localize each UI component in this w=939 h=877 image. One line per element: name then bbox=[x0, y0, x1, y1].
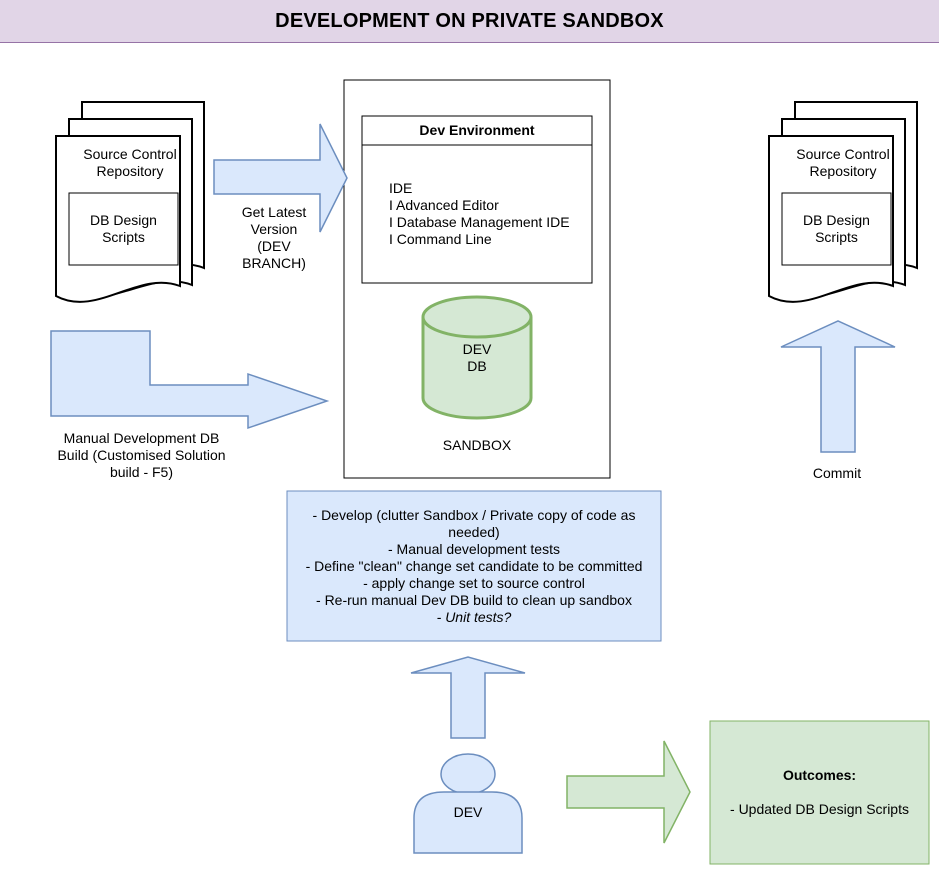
activity-notes: - Develop (clutter Sandbox / Private cop… bbox=[287, 507, 661, 626]
dev-environment-title: Dev Environment bbox=[419, 122, 535, 138]
activity-note: - Define "clean" change set candidate to… bbox=[305, 558, 643, 574]
dev-environment-item: IDE bbox=[389, 180, 413, 196]
get-latest-arrow bbox=[213, 123, 348, 233]
activity-note: - Unit tests? bbox=[436, 609, 512, 625]
right-repo-inner-label: DB Design Scripts bbox=[803, 212, 870, 245]
dev-db-cylinder-body bbox=[421, 317, 533, 420]
right-repo-inner-box bbox=[781, 192, 892, 266]
dev-environment-item: I Command Line bbox=[389, 231, 492, 247]
dev-db-cylinder-top bbox=[421, 295, 533, 339]
developer-actor bbox=[413, 753, 523, 854]
developer-label: DEV bbox=[453, 804, 483, 820]
developer-head bbox=[440, 753, 496, 795]
dev-up-arrow bbox=[410, 656, 526, 739]
developer-body bbox=[413, 791, 523, 854]
outcomes-arrow bbox=[566, 740, 691, 844]
dev-environment-item: I Database Management IDE bbox=[389, 214, 570, 230]
left-repo-title: Source Control Repository bbox=[83, 146, 177, 179]
sandbox-label: SANDBOX bbox=[442, 437, 512, 453]
activity-note: - Develop (clutter Sandbox / Private cop… bbox=[312, 507, 636, 540]
title-bar: DEVELOPMENT ON PRIVATE SANDBOX bbox=[0, 0, 939, 43]
left-repo-inner-label: DB Design Scripts bbox=[90, 212, 157, 245]
activity-note: - Manual development tests bbox=[388, 541, 560, 557]
left-repo-inner-box bbox=[68, 192, 179, 266]
manual-build-arrow bbox=[50, 330, 330, 430]
outcomes-title: Outcomes: bbox=[782, 767, 857, 783]
commit-arrow bbox=[780, 320, 896, 453]
page-title: DEVELOPMENT ON PRIVATE SANDBOX bbox=[275, 9, 664, 32]
manual-build-label: Manual Development DB Build (Customised … bbox=[57, 430, 226, 480]
get-latest-label: Get Latest Version (DEV BRANCH) bbox=[241, 204, 307, 271]
dev-db-cylinder bbox=[421, 295, 533, 420]
dev-environment-item: I Advanced Editor bbox=[389, 197, 499, 213]
dev-db-label: DEV DB bbox=[462, 341, 492, 374]
activity-note: - Re-run manual Dev DB build to clean up… bbox=[316, 592, 632, 608]
commit-label: Commit bbox=[812, 465, 862, 481]
dev-environment-list: IDE I Advanced Editor I Database Managem… bbox=[389, 180, 589, 248]
outcomes-item: - Updated DB Design Scripts bbox=[730, 801, 909, 817]
activity-note: - apply change set to source control bbox=[363, 575, 585, 591]
dev-environment-box bbox=[361, 115, 593, 284]
right-repo-title: Source Control Repository bbox=[796, 146, 890, 179]
activity-notes-box bbox=[286, 490, 662, 642]
outcomes-box bbox=[709, 720, 930, 865]
